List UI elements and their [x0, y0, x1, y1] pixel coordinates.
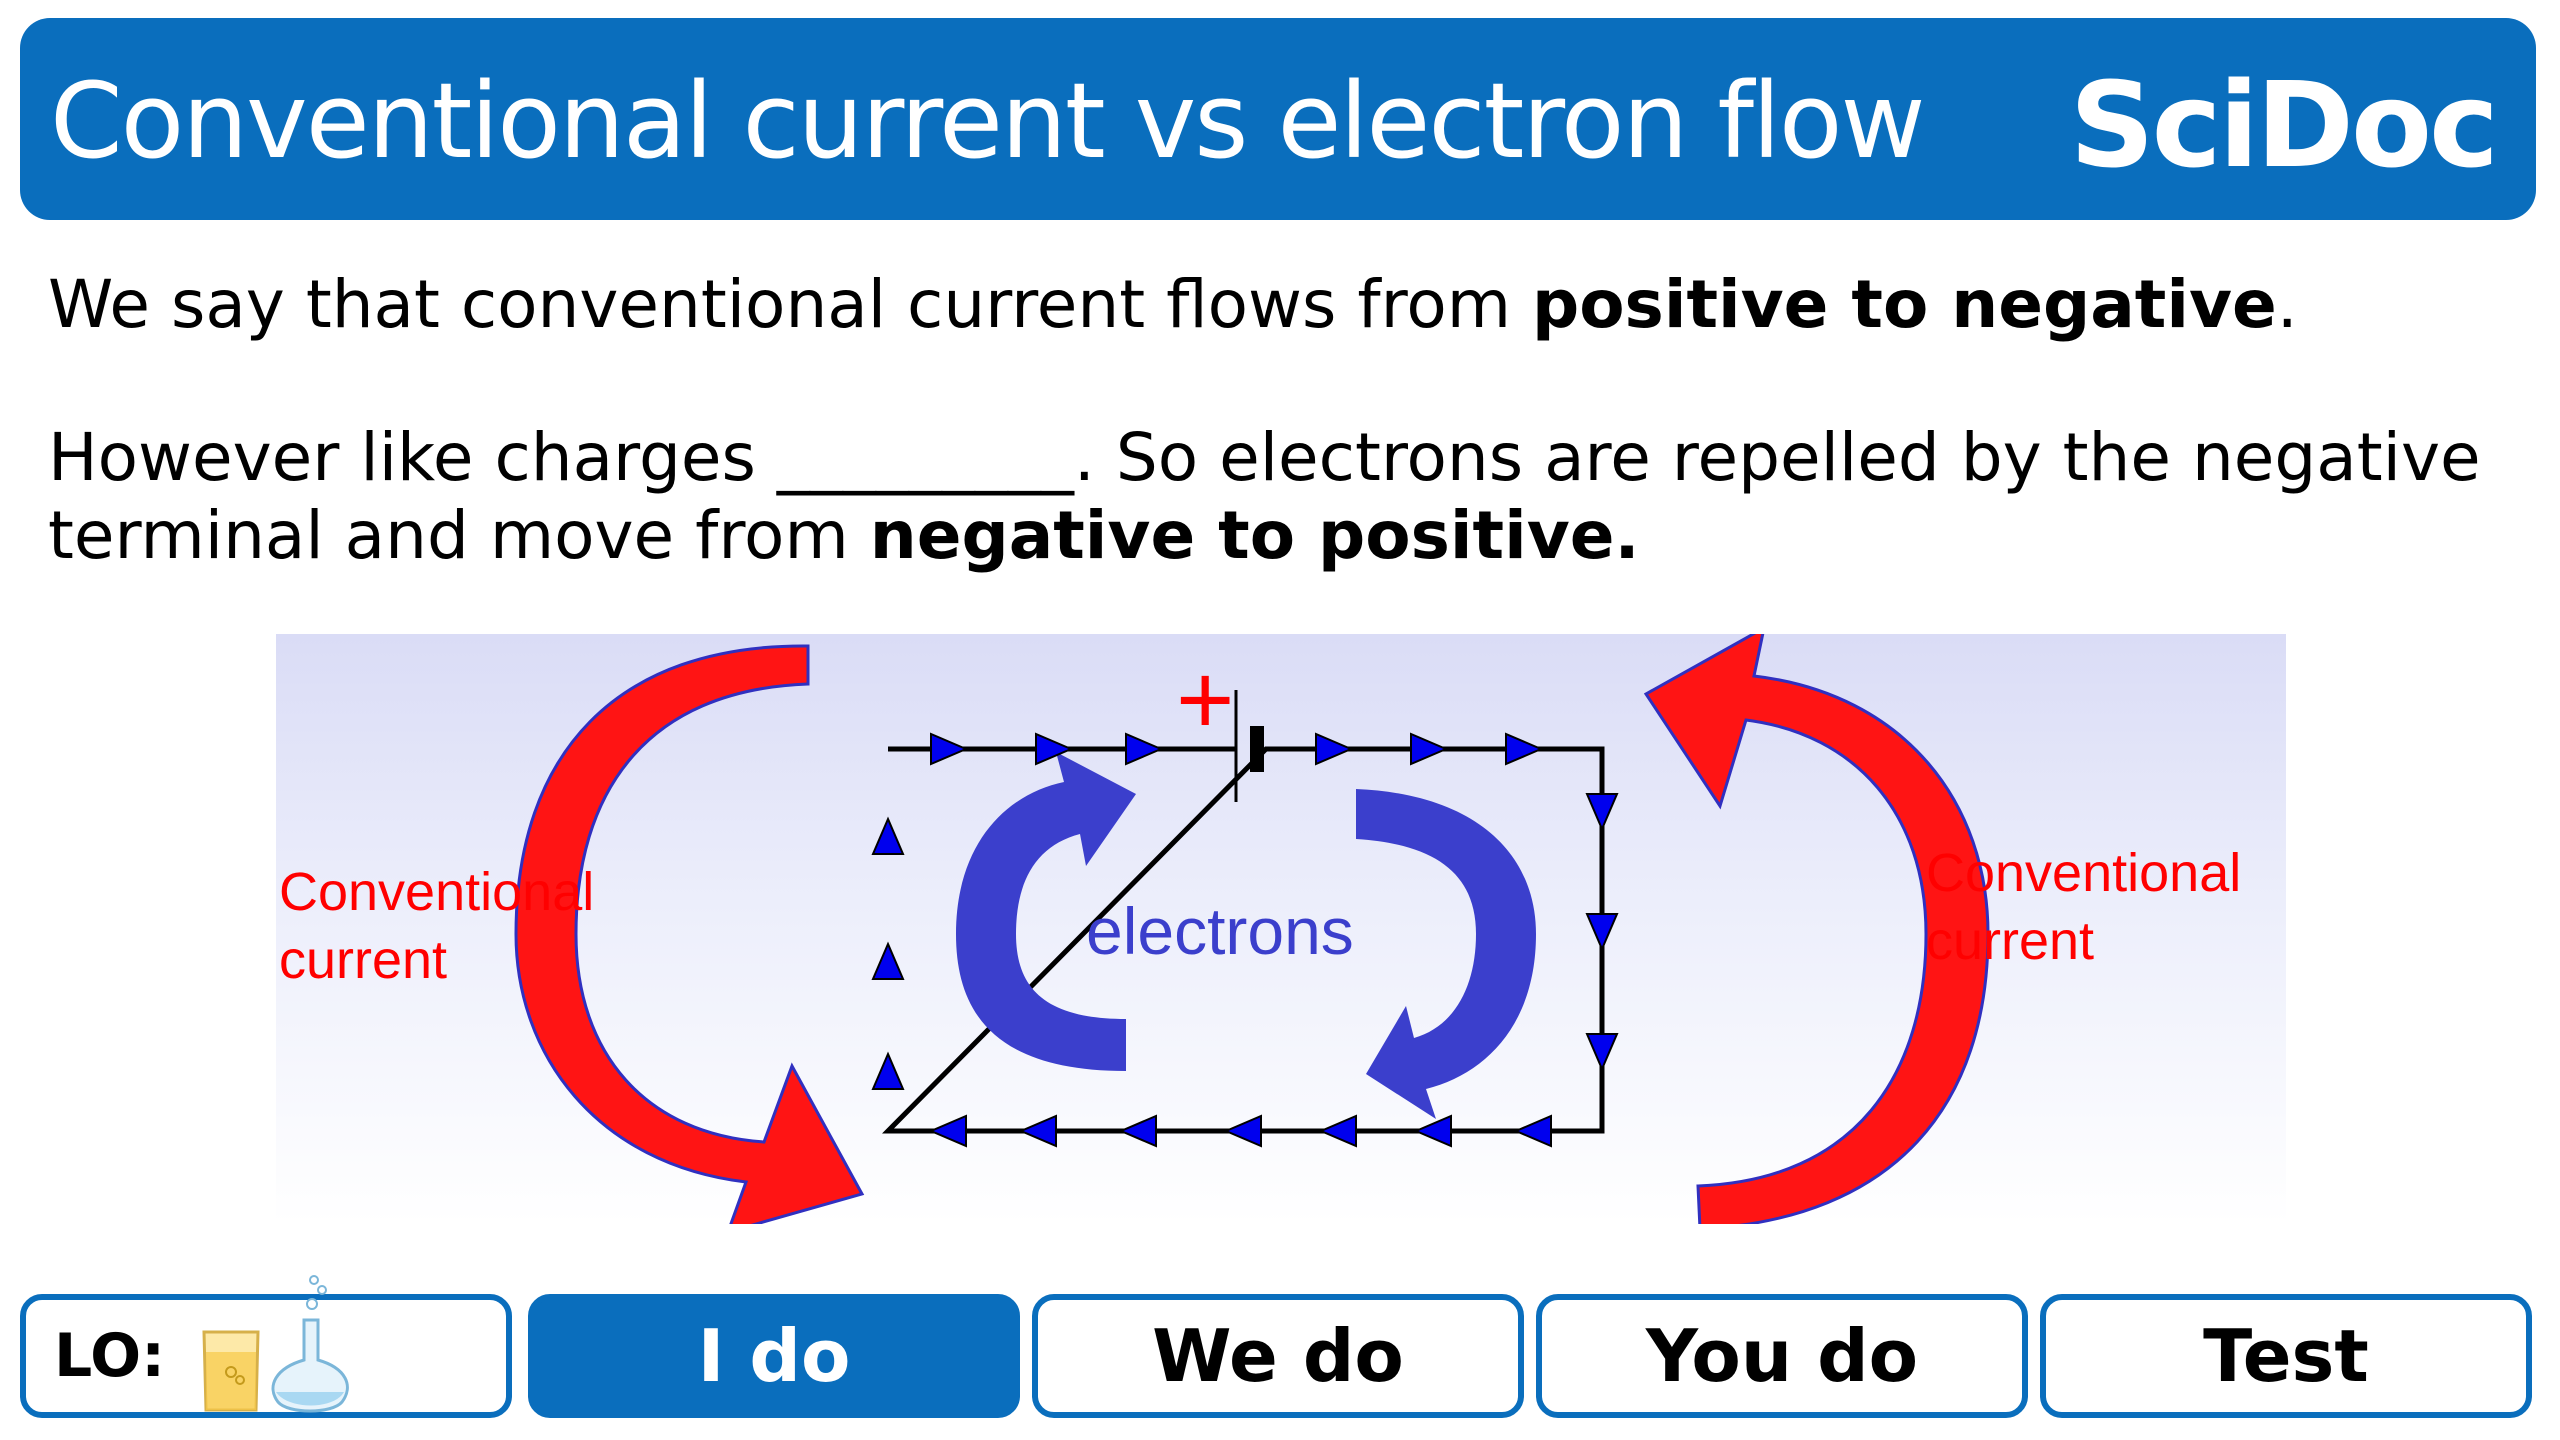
paragraph-negative-to-positive: terminal and move from negative to posit…: [48, 496, 1640, 576]
conventional-arrow-left: [514, 644, 865, 1224]
conventional-current-label-left: Conventional current: [279, 858, 594, 994]
wire-arrows-top: [930, 732, 1544, 766]
learning-objective-box[interactable]: LO:: [20, 1275, 512, 1418]
wire-arrows-bottom: [928, 1114, 1552, 1148]
conventional-current-label-right: Conventional current: [1926, 839, 2241, 975]
label-right-line1: Conventional: [1926, 843, 2242, 903]
text-line1-bold: positive to negative: [1531, 266, 2277, 343]
title-bar: Conventional current vs electron flow Sc…: [20, 18, 2536, 220]
paragraph-conventional-current: We say that conventional current flows f…: [48, 265, 2298, 345]
label-right-line2: current: [1926, 911, 2095, 971]
i-do-button[interactable]: I do: [528, 1294, 1020, 1418]
label-left-line2: current: [279, 930, 448, 990]
test-button[interactable]: Test: [2040, 1294, 2532, 1418]
text-line3-a: terminal and move from: [48, 497, 870, 574]
electron-arrow-right: [1356, 789, 1536, 1119]
lo-label: LO:: [54, 1321, 166, 1391]
page-title: Conventional current vs electron flow: [50, 60, 1926, 182]
text-line1-a: We say that conventional current flows f…: [48, 266, 1532, 343]
we-do-button[interactable]: We do: [1032, 1294, 1524, 1418]
cell-short-plate: [1250, 726, 1264, 772]
wire-arrows-left: [871, 816, 905, 1090]
paragraph-like-charges: However like charges _________. So elect…: [48, 419, 2481, 496]
electrons-label: electrons: [1086, 894, 1354, 968]
circuit-diagram: +: [276, 634, 2286, 1224]
plus-sign: +: [1176, 644, 1234, 756]
label-left-line1: Conventional: [279, 862, 595, 922]
conventional-arrow-right: [1643, 634, 1990, 1224]
text-line3-bold: negative to positive.: [869, 497, 1640, 574]
scidoc-logo: SciDoc: [2069, 56, 2499, 194]
circuit-svg: +: [514, 634, 1990, 1224]
you-do-button[interactable]: You do: [1536, 1294, 2028, 1418]
electron-arrow-left: [956, 752, 1136, 1071]
text-line1-b: .: [2276, 266, 2298, 343]
lab-glassware-icon: [202, 1275, 349, 1413]
wire-arrows-right: [1585, 793, 1619, 1072]
